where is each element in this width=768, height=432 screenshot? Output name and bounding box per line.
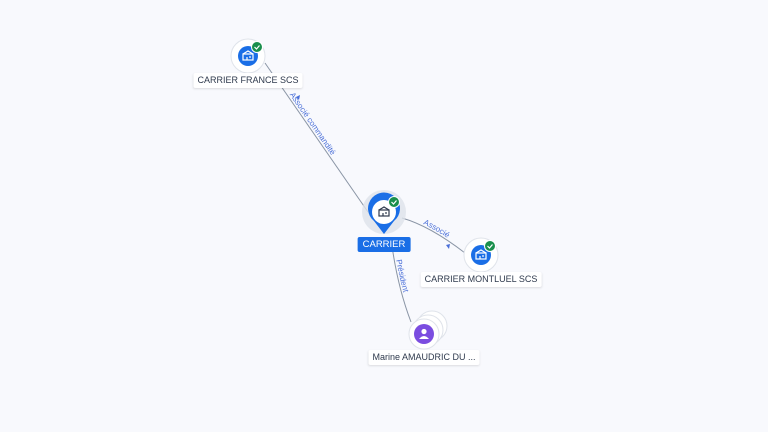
node-carrier-france[interactable] <box>230 38 266 74</box>
node-carrier[interactable] <box>362 190 406 234</box>
node-label-carrier-france[interactable]: CARRIER FRANCE SCS <box>193 73 303 88</box>
node-label-carrier[interactable]: CARRIER <box>357 237 411 252</box>
edge-label-carrier-marine[interactable]: Président <box>394 259 410 294</box>
building-icon <box>242 50 254 61</box>
node-carrier-montluel[interactable] <box>463 237 499 273</box>
check-badge-icon <box>484 240 496 252</box>
check-badge-icon <box>251 41 263 53</box>
node-label-carrier-montluel[interactable]: CARRIER MONTLUEL SCS <box>420 272 542 287</box>
person-icon <box>419 328 429 339</box>
edge-arrow-montluel <box>446 244 450 249</box>
check-badge-icon <box>388 196 400 208</box>
node-label-marine[interactable]: Marine AMAUDRIC DU ... <box>368 350 480 365</box>
edge-label-france-carrier[interactable]: Associé commandité <box>288 91 338 157</box>
building-icon <box>475 249 487 260</box>
node-marine[interactable] <box>408 310 448 350</box>
edge-arrow-france <box>296 95 300 100</box>
edge-label-carrier-montluel[interactable]: Associé <box>422 218 452 240</box>
building-icon <box>378 206 390 217</box>
